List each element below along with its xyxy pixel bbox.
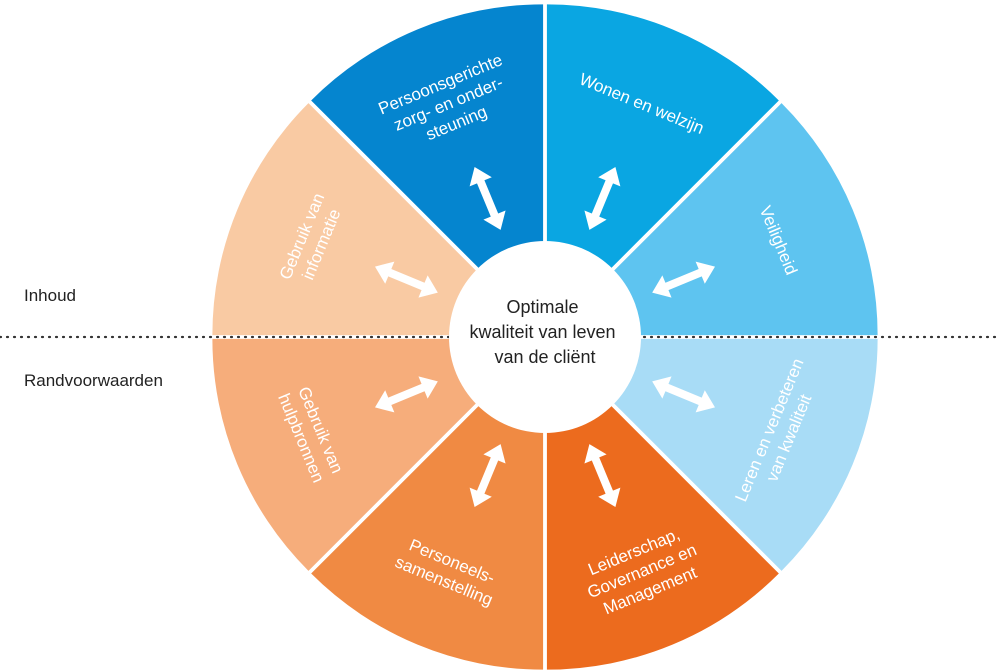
randvoorwaarden-label: Randvoorwaarden bbox=[24, 371, 163, 390]
segment-persoonsgerichte-zorg bbox=[311, 4, 544, 290]
segment-personeelssamenstelling bbox=[311, 384, 544, 670]
center-text: Optimale kwaliteit van leven van de clië… bbox=[469, 297, 620, 367]
center-line: van de cliënt bbox=[494, 347, 595, 367]
double-arrow-icon bbox=[469, 444, 506, 507]
inhoud-label: Inhoud bbox=[24, 286, 76, 305]
segment-leren-en-verbeteren bbox=[592, 338, 878, 571]
segments-layer bbox=[212, 4, 878, 670]
center-circle bbox=[449, 241, 641, 433]
segment-wonen-en-welzijn bbox=[546, 4, 779, 290]
double-arrow-icon bbox=[652, 261, 715, 298]
segment-gebruik-informatie bbox=[212, 103, 498, 336]
segment-leiderschap bbox=[546, 384, 779, 670]
arrows-layer bbox=[375, 167, 715, 507]
double-arrow-icon bbox=[469, 167, 506, 230]
double-arrow-icon bbox=[375, 261, 438, 298]
double-arrow-icon bbox=[584, 167, 621, 230]
segment-gebruik-hulpbronnen bbox=[212, 338, 498, 571]
segment-veiligheid bbox=[592, 103, 878, 336]
double-arrow-icon bbox=[375, 376, 438, 413]
double-arrow-icon bbox=[584, 444, 621, 507]
center-line: Optimale bbox=[506, 297, 578, 317]
center-line: kwaliteit van leven bbox=[469, 322, 615, 342]
double-arrow-icon bbox=[652, 376, 715, 413]
